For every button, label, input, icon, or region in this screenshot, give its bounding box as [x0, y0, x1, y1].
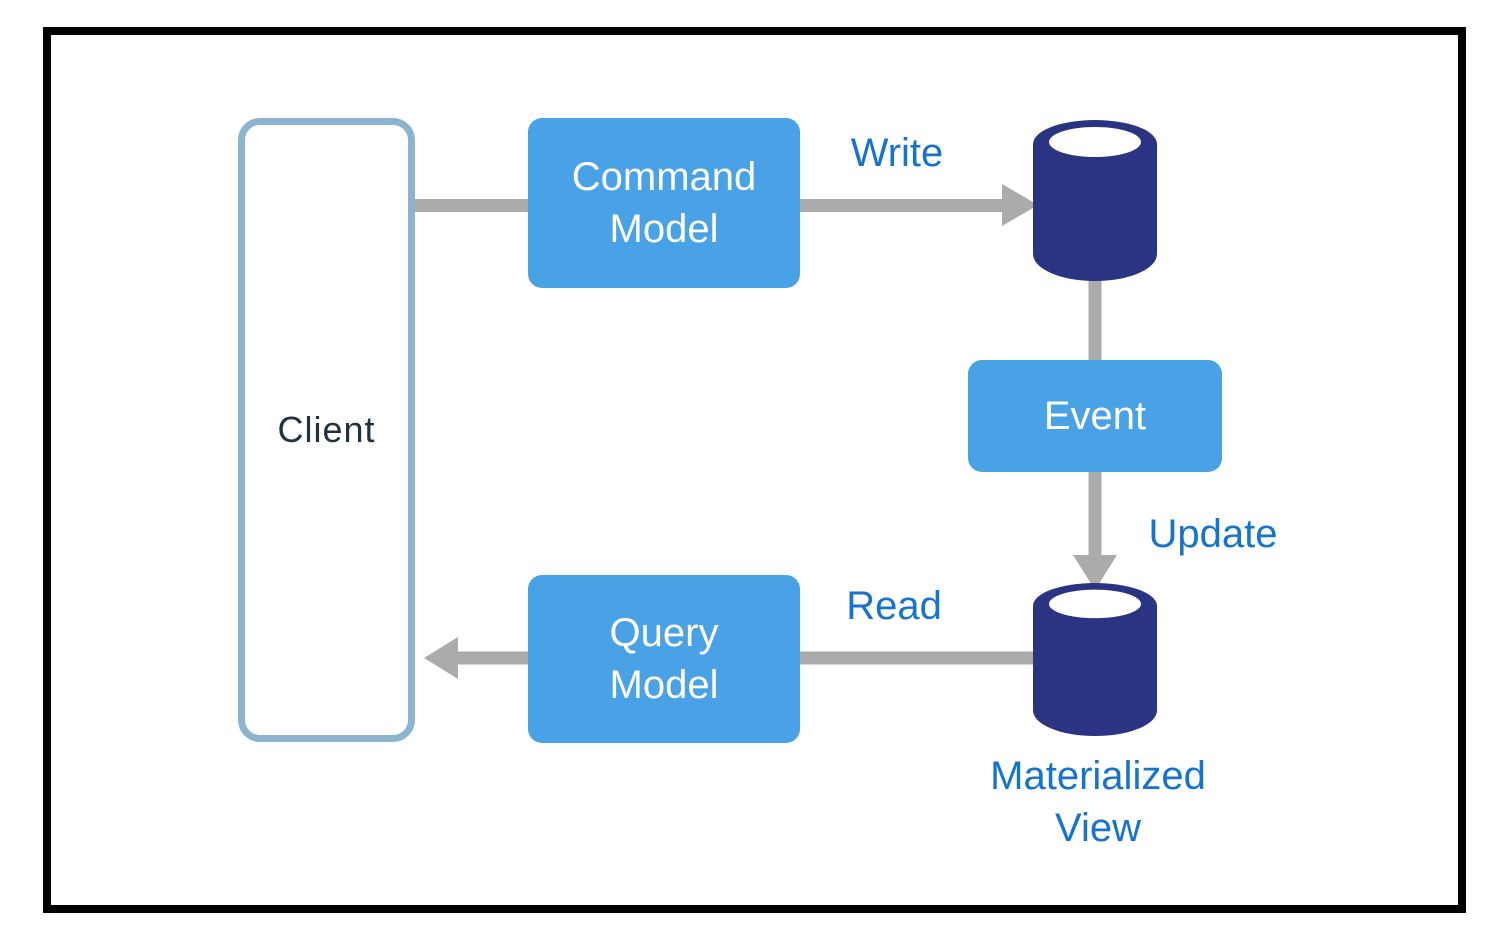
- materialized-view-label: Materialized View: [990, 754, 1206, 850]
- command-model-node: Command Model: [528, 118, 800, 288]
- query-model-label: Query Model: [609, 611, 719, 707]
- client-label: Client: [277, 409, 376, 450]
- read-edge-label: Read: [846, 584, 942, 628]
- arrowhead-down-icon: [1073, 555, 1117, 590]
- update-edge-label: Update: [1148, 512, 1278, 556]
- arrowhead-right-icon: [1002, 184, 1038, 226]
- line-store-to-event: [1088, 272, 1102, 364]
- arrow-event-to-view-store: [1073, 470, 1117, 590]
- event-label: Event: [1043, 394, 1147, 438]
- query-model-node: Query Model: [528, 575, 800, 743]
- client-node: Client: [238, 118, 415, 742]
- write-edge-label: Write: [850, 131, 944, 175]
- database-cylinder-icon: [1033, 120, 1157, 281]
- event-node: Event: [968, 360, 1222, 472]
- arrowhead-left-icon: [424, 637, 458, 679]
- database-cylinder-icon: [1033, 583, 1157, 737]
- command-model-label: Command Model: [571, 155, 757, 251]
